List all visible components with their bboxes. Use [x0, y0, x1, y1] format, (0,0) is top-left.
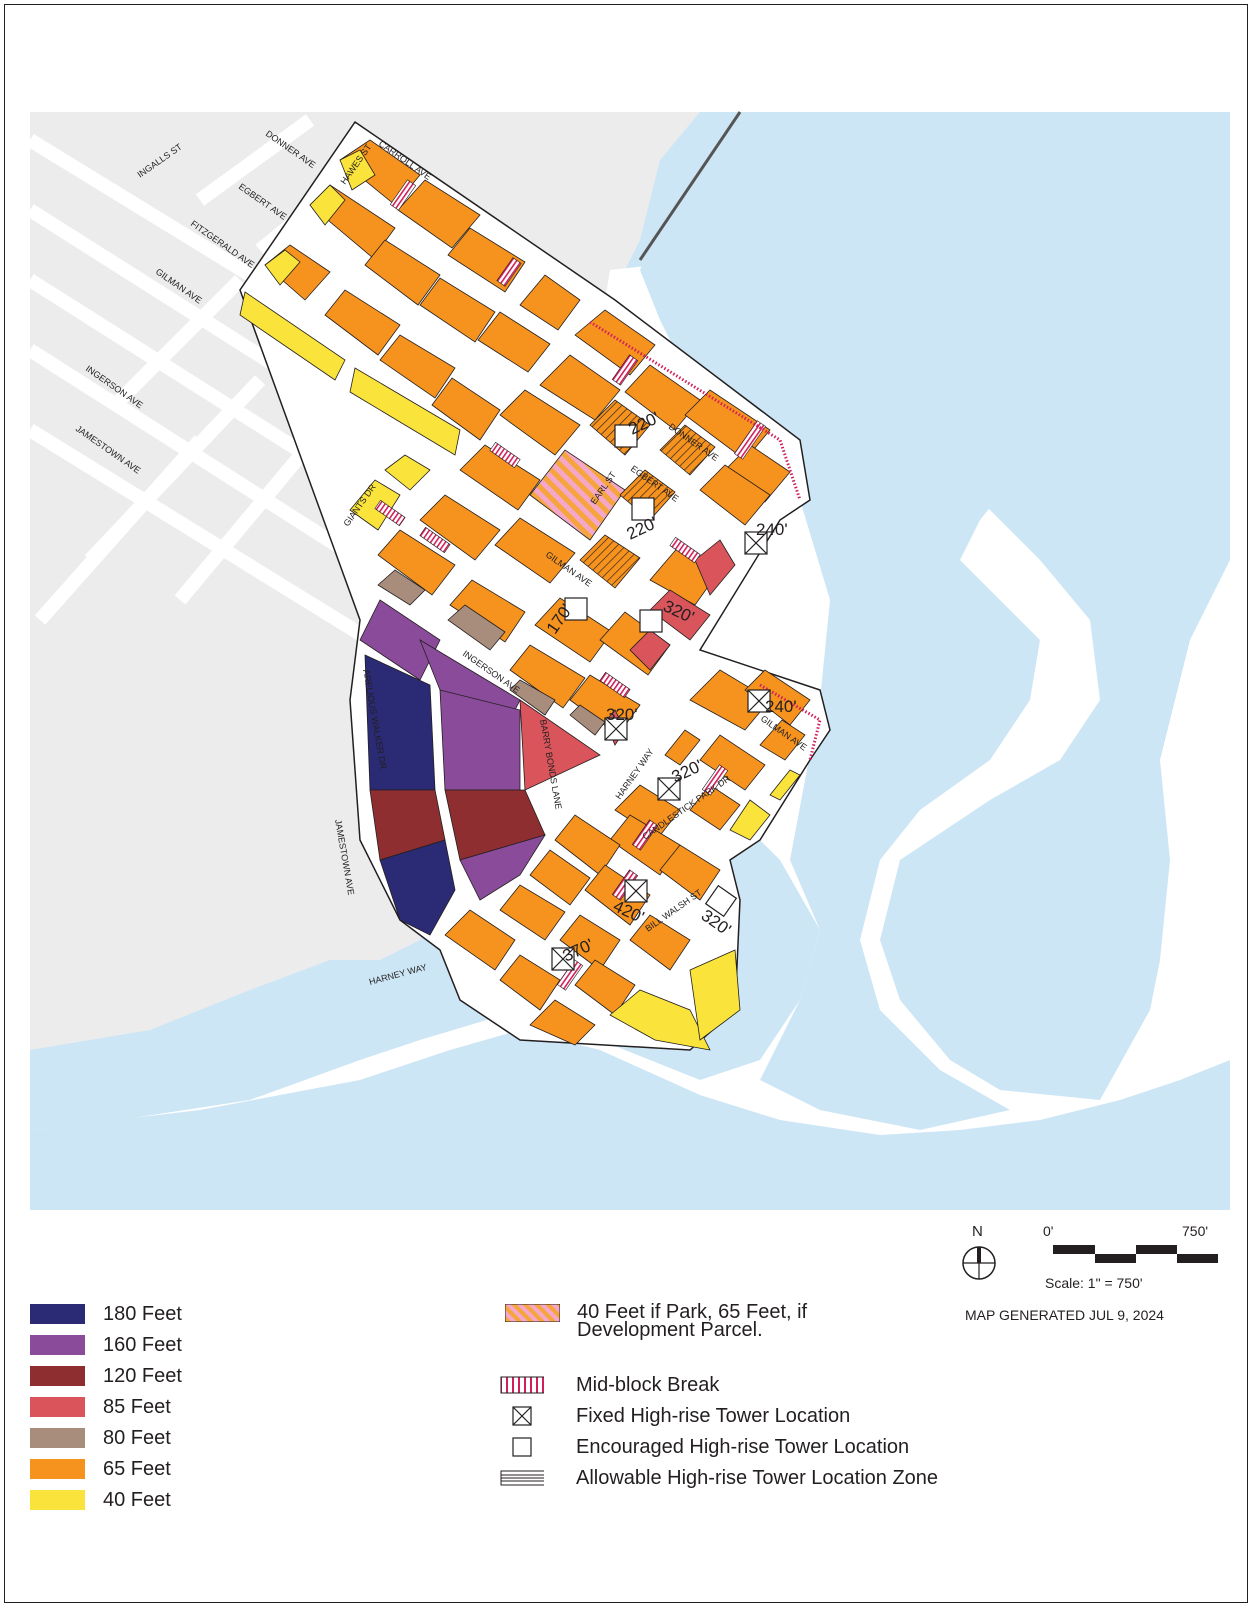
height-wedge — [359, 599, 601, 936]
legend-swatch — [30, 1304, 85, 1324]
fixed-tower-3 — [747, 689, 771, 713]
water-east — [640, 112, 1230, 1130]
mid-block-break-icon — [500, 1375, 544, 1395]
water-south — [30, 1030, 1230, 1210]
legend-swatch — [30, 1366, 85, 1386]
tower-symbols — [551, 424, 771, 971]
mid-block-break-edge — [589, 320, 802, 501]
legend-label: Mid-block Break — [576, 1373, 720, 1396]
legend-row-160: 160 Feet — [30, 1333, 182, 1357]
legend-row-85: 85 Feet — [30, 1395, 171, 1419]
tower-label: 240' — [765, 697, 797, 716]
encouraged-tower-3 — [564, 597, 588, 621]
legend-label: 65 Feet — [103, 1457, 171, 1480]
height-map: 220' 220' 240' 320' 170' 320' 240' 320' … — [30, 111, 1230, 1210]
legend-label: 80 Feet — [103, 1426, 171, 1449]
legend-row-180: 180 Feet — [30, 1302, 182, 1326]
north-label: N — [972, 1223, 983, 1240]
mid-block-breaks — [374, 179, 766, 991]
north-arrow: N — [959, 1223, 999, 1285]
legend-row-120: 120 Feet — [30, 1364, 182, 1388]
map-generated-date: MAP GENERATED JUL 9, 2024 — [965, 1307, 1164, 1323]
tower-label: 320' — [606, 705, 638, 724]
legend-label: Fixed High-rise Tower Location — [576, 1404, 851, 1427]
fixed-tower-1 — [744, 531, 768, 555]
fixed-tower-icon — [500, 1406, 544, 1426]
legend-fixed-tower: Fixed High-rise Tower Location — [500, 1404, 850, 1428]
scale-start: 0' — [1043, 1223, 1054, 1239]
park-stripe-icon — [505, 1304, 560, 1322]
legend-row-80: 80 Feet — [30, 1426, 171, 1450]
encouraged-tower-1 — [614, 424, 638, 448]
legend-row-40: 40 Feet — [30, 1488, 171, 1512]
legend-swatch — [30, 1335, 85, 1355]
legend-row-65: 65 Feet — [30, 1457, 171, 1481]
map-frame — [4, 4, 1248, 1603]
legend-swatch — [30, 1428, 85, 1448]
fixed-tower-4 — [657, 777, 681, 801]
tower-label: 240' — [756, 520, 788, 539]
encouraged-tower-2 — [631, 497, 655, 521]
encouraged-tower-4 — [639, 609, 663, 633]
north-arrow-icon — [962, 1246, 996, 1280]
encouraged-tower-icon — [500, 1437, 544, 1457]
legend-label: 120 Feet — [103, 1364, 182, 1387]
allowable-zone-icon — [500, 1468, 544, 1488]
bridge — [638, 111, 742, 261]
legend-swatch — [30, 1459, 85, 1479]
fixed-tower-6 — [551, 947, 575, 971]
scale-caption: Scale: 1" = 750' — [1045, 1275, 1143, 1291]
legend-encouraged-tower: Encouraged High-rise Tower Location — [500, 1435, 909, 1459]
legend-label: 40 Feet — [103, 1488, 171, 1511]
legend-swatch — [30, 1397, 85, 1417]
encouraged-tower-5 — [704, 884, 738, 918]
legend-mid-block: Mid-block Break — [500, 1373, 719, 1397]
scale-end: 750' — [1182, 1223, 1209, 1239]
legend-allowable-zone: Allowable High-rise Tower Location Zone — [500, 1466, 938, 1490]
park-legend-line1: 40 Feet if Park, 65 Feet, if — [577, 1301, 808, 1323]
scale-bar — [1053, 1245, 1218, 1263]
fixed-tower-2 — [604, 717, 628, 741]
legend-label: 160 Feet — [103, 1333, 182, 1356]
legend-swatch — [30, 1490, 85, 1510]
fixed-tower-5 — [624, 879, 648, 903]
north-blocks — [239, 139, 581, 456]
legend-label: 85 Feet — [103, 1395, 171, 1418]
park-legend-line2: Development Parcel. — [577, 1319, 763, 1341]
legend-label: Allowable High-rise Tower Location Zone — [576, 1466, 939, 1489]
legend-label: Encouraged High-rise Tower Location — [576, 1435, 910, 1458]
legend-label: 180 Feet — [103, 1302, 182, 1325]
